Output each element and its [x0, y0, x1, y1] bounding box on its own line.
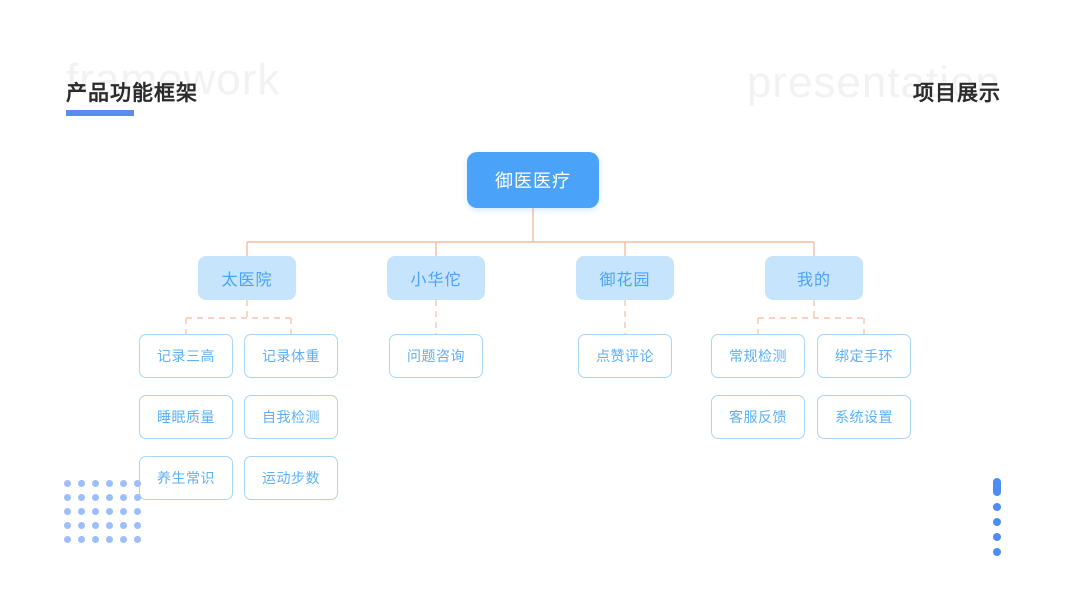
dot-row: [64, 508, 148, 522]
dot: [134, 522, 141, 529]
dot-row: [64, 480, 148, 494]
dot: [120, 494, 127, 501]
dot: [78, 480, 85, 487]
dot: [92, 536, 99, 543]
node-leaf-wentizixun[interactable]: 问题咨询: [389, 334, 483, 378]
node-leaf-kefufankui[interactable]: 客服反馈: [711, 395, 805, 439]
node-leaf-xitongshezhi[interactable]: 系统设置: [817, 395, 911, 439]
dot: [120, 508, 127, 515]
page-title: 产品功能框架: [66, 82, 198, 105]
dot: [134, 508, 141, 515]
node-leaf-label: 自我检测: [262, 409, 320, 425]
dot: [92, 480, 99, 487]
node-leaf-yangshengchangshi[interactable]: 养生常识: [139, 456, 233, 500]
dot: [92, 522, 99, 529]
node-leaf-label: 养生常识: [157, 470, 215, 486]
node-leaf-label: 记录三高: [157, 348, 215, 364]
node-leaf-jilusangao[interactable]: 记录三高: [139, 334, 233, 378]
node-branch-yuhuayuan[interactable]: 御花园: [576, 256, 674, 300]
node-leaf-label: 绑定手环: [835, 348, 893, 364]
node-leaf-label: 问题咨询: [407, 348, 465, 364]
node-leaf-label: 运动步数: [262, 470, 320, 486]
node-leaf-label: 睡眠质量: [157, 409, 215, 425]
node-branch-label: 御花园: [599, 272, 651, 289]
dot: [134, 536, 141, 543]
node-branch-wode[interactable]: 我的: [765, 256, 863, 300]
node-leaf-label: 点赞评论: [596, 348, 654, 364]
node-leaf-label: 常规检测: [729, 348, 787, 364]
dot: [120, 522, 127, 529]
node-branch-taiyiyuan[interactable]: 太医院: [198, 256, 296, 300]
dot: [106, 480, 113, 487]
node-leaf-ziwojiance[interactable]: 自我检测: [244, 395, 338, 439]
dot: [993, 503, 1001, 511]
watermark-framework: framework: [66, 55, 281, 104]
dot: [64, 480, 71, 487]
dot: [120, 536, 127, 543]
page-subtitle: 项目展示: [913, 82, 1001, 105]
dot: [993, 533, 1001, 541]
title-underline: [66, 110, 134, 116]
dot-row: [64, 494, 148, 508]
dot: [993, 548, 1001, 556]
dot-row: [64, 536, 148, 550]
node-branch-xiaohuatuo[interactable]: 小华佗: [387, 256, 485, 300]
right-dot-decoration: [993, 478, 1001, 556]
node-leaf-dianzanpinglun[interactable]: 点赞评论: [578, 334, 672, 378]
dot: [106, 536, 113, 543]
dot-row: [64, 522, 148, 536]
watermark-presentation: presentation: [746, 58, 1001, 107]
dot: [92, 508, 99, 515]
dot: [64, 508, 71, 515]
dot: [92, 494, 99, 501]
dot: [78, 508, 85, 515]
dot: [106, 494, 113, 501]
node-leaf-label: 客服反馈: [729, 409, 787, 425]
node-root[interactable]: 御医医疗: [467, 152, 599, 208]
dot: [134, 480, 141, 487]
node-branch-label: 太医院: [221, 272, 273, 289]
dot: [993, 518, 1001, 526]
dot: [106, 508, 113, 515]
dot: [134, 494, 141, 501]
node-leaf-shuimianzhiliang[interactable]: 睡眠质量: [139, 395, 233, 439]
node-leaf-changguijiance[interactable]: 常规检测: [711, 334, 805, 378]
dot-grid-decoration: [64, 480, 148, 550]
node-leaf-yundongbushu[interactable]: 运动步数: [244, 456, 338, 500]
dot: [120, 480, 127, 487]
dot: [106, 522, 113, 529]
node-branch-label: 小华佗: [410, 272, 462, 289]
node-leaf-label: 记录体重: [262, 348, 320, 364]
node-leaf-bangdingshouhuan[interactable]: 绑定手环: [817, 334, 911, 378]
dot: [78, 536, 85, 543]
capsule-mark: [993, 478, 1001, 496]
node-branch-label: 我的: [796, 272, 831, 289]
node-root-label: 御医医疗: [495, 171, 571, 191]
node-leaf-label: 系统设置: [835, 409, 893, 425]
dot: [64, 494, 71, 501]
dot: [78, 494, 85, 501]
node-leaf-jilutizhong[interactable]: 记录体重: [244, 334, 338, 378]
dot: [64, 536, 71, 543]
dot: [64, 522, 71, 529]
dot: [78, 522, 85, 529]
